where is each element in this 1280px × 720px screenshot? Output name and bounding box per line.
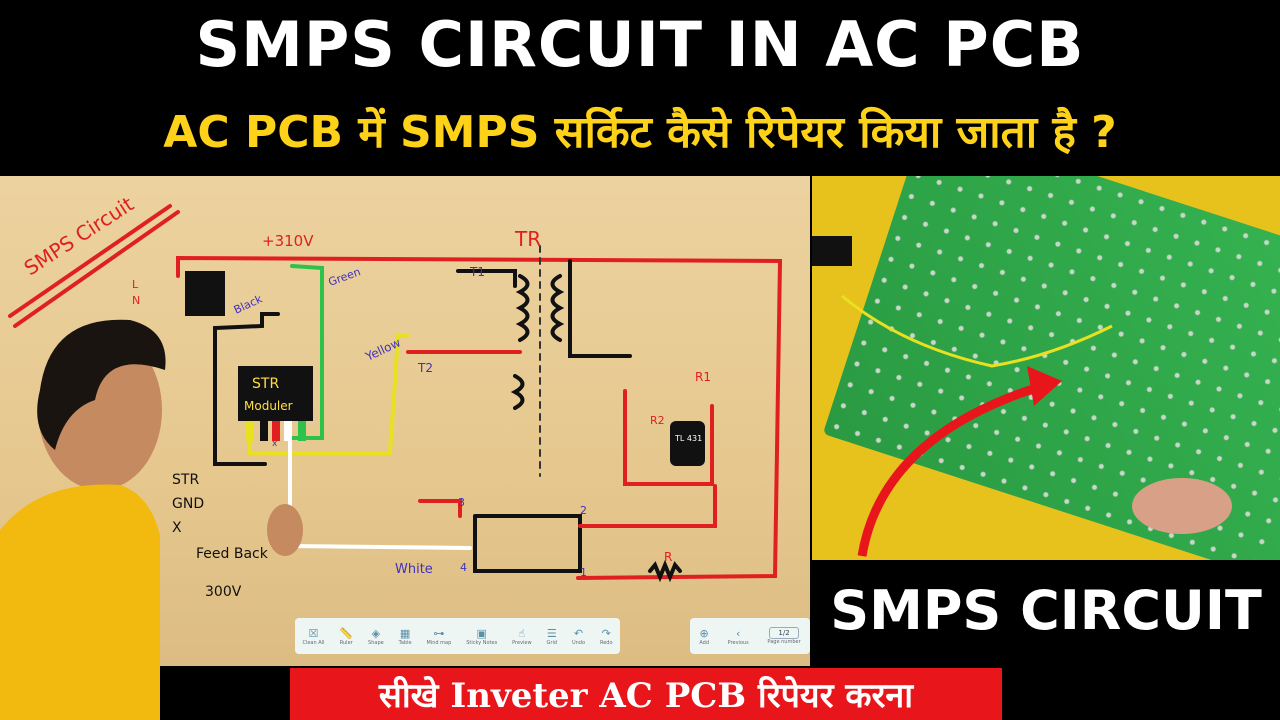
label-r: R <box>664 550 672 564</box>
redo-icon: ↷ <box>601 626 611 640</box>
underline-1 <box>8 204 172 318</box>
yellow-wire <box>248 334 410 455</box>
pin-4: 4 <box>460 561 467 574</box>
legend-x: X <box>172 520 182 536</box>
label-moduler: Moduler <box>244 399 293 413</box>
voltage-regulator <box>812 236 852 266</box>
label-white: White <box>395 562 433 577</box>
label-310v: +310V <box>262 232 314 250</box>
shape-icon: ◈ <box>371 626 381 640</box>
label-x: x <box>272 439 278 449</box>
tool-table[interactable]: ▦Table <box>398 626 412 646</box>
underline-2 <box>13 210 180 328</box>
transformer-secondary <box>550 274 565 342</box>
presenter <box>0 319 303 720</box>
resistor-r <box>648 559 682 583</box>
tool-preview[interactable]: ☝Preview <box>512 626 532 646</box>
label-r1: R1 <box>695 370 711 384</box>
tool-ruler[interactable]: 📏Ruler <box>339 626 354 646</box>
sticky-notes-icon: ▣ <box>476 626 487 640</box>
legend-300v: 300V <box>205 584 242 600</box>
label-tl431: TL 431 <box>674 434 702 443</box>
add-page-button[interactable]: ⊕Add <box>699 626 709 646</box>
tool-clean-all[interactable]: ☒Clean All <box>302 626 325 646</box>
black-wire <box>213 312 280 466</box>
rail-310v <box>176 255 783 580</box>
title-line-2: AC PCB में SMPS सर्किट कैसे रिपेयर किया … <box>163 107 1117 158</box>
tool-grid[interactable]: ☰Grid <box>546 626 558 646</box>
bridge-rectifier <box>185 271 225 316</box>
legend-feedback: Feed Back <box>196 546 269 562</box>
tool-sticky-notes[interactable]: ▣Sticky Notes <box>466 626 498 646</box>
tool-shape[interactable]: ◈Shape <box>368 626 384 646</box>
grid-icon: ☰ <box>546 626 557 640</box>
photo-caption: SMPS CIRCUIT <box>812 560 1280 660</box>
pin-1: 1 <box>580 566 587 579</box>
label-t2: T2 <box>417 361 433 375</box>
label-tr: TR <box>514 227 541 251</box>
legend-str: STR <box>172 472 199 488</box>
str-module-box <box>238 366 313 421</box>
plus-icon: ⊕ <box>699 626 709 640</box>
ruler-icon: 📏 <box>339 626 354 640</box>
chevron-left-icon: ‹ <box>736 626 741 640</box>
pcb-photo <box>812 176 1280 560</box>
mind-map-icon: ⊶ <box>433 626 445 640</box>
transformer-primary <box>515 274 530 342</box>
label-str: STR <box>252 376 279 392</box>
label-l: L <box>132 278 139 291</box>
whiteboard-toolbar: ☒Clean All 📏Ruler ◈Shape ▦Table ⊶Mind ma… <box>295 618 620 654</box>
label-t1: T1 <box>469 265 485 279</box>
label-n: N <box>132 294 140 307</box>
tool-redo[interactable]: ↷Redo <box>599 626 613 646</box>
title-line-1: SMPS CIRCUIT IN AC PCB <box>195 8 1085 81</box>
t1-wire <box>456 269 517 288</box>
previous-page-button[interactable]: ‹Previous <box>727 626 749 646</box>
red-arrow <box>841 294 1232 557</box>
circuit-diagram: SMPS Circuit +310V TR L N Black Green Ye… <box>8 192 783 600</box>
hand-icon: ☝ <box>518 626 526 640</box>
clean-all-icon: ☒ <box>308 626 319 640</box>
pin-3: 3 <box>458 496 465 509</box>
bottom-banner: सीखे Inveter AC PCB रिपेयर करना <box>290 668 1002 720</box>
label-green: Green <box>327 265 363 289</box>
tool-mind-map[interactable]: ⊶Mind map <box>426 626 452 646</box>
legend-gnd: GND <box>172 496 204 512</box>
pin-2: 2 <box>580 504 587 517</box>
tl431-ic <box>670 421 705 466</box>
label-r2: R2 <box>650 414 665 427</box>
tool-undo[interactable]: ↶Undo <box>571 626 586 646</box>
optocoupler <box>473 514 582 573</box>
undo-icon: ↶ <box>573 626 584 640</box>
table-icon: ▦ <box>399 626 411 640</box>
